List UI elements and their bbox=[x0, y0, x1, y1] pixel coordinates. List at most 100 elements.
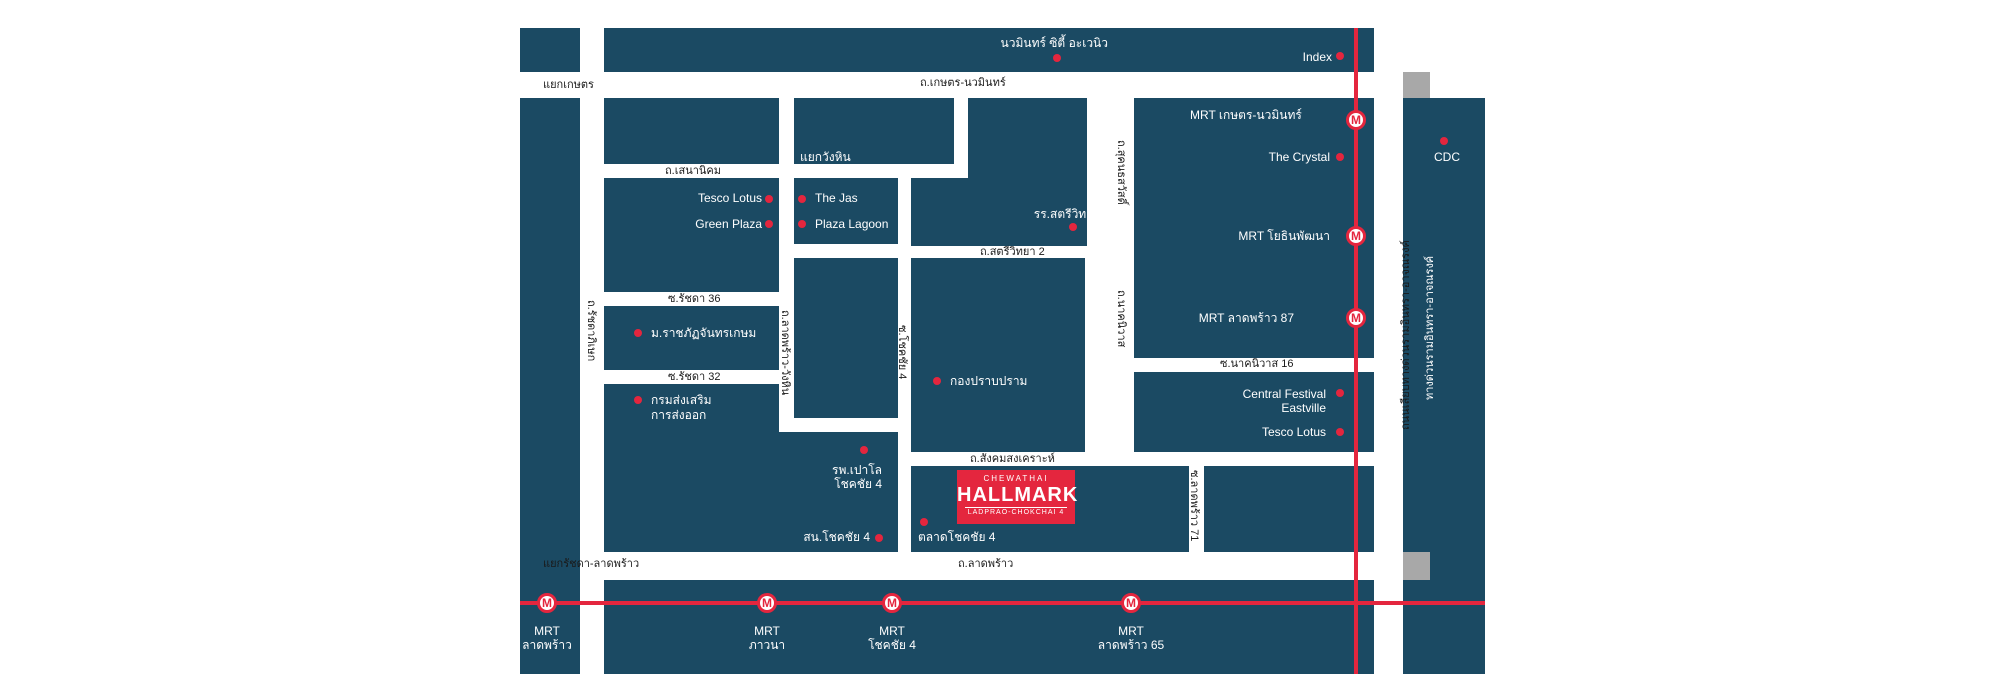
place-marker-icon[interactable] bbox=[1440, 137, 1448, 145]
block bbox=[520, 98, 580, 674]
station-label: MRT bbox=[879, 624, 905, 638]
mrt-station-icon[interactable]: M bbox=[537, 593, 557, 613]
station-label: ลาดพร้าว bbox=[522, 638, 572, 652]
place-label: The Jas bbox=[815, 191, 858, 205]
junction-label: แยกวังหิน bbox=[800, 150, 851, 164]
mrt-station-icon[interactable]: M bbox=[1121, 593, 1141, 613]
place-label: สน.โชคชัย 4 bbox=[803, 530, 870, 544]
block bbox=[604, 432, 898, 552]
station-label: MRT ลาดพร้าว 87 bbox=[1198, 311, 1294, 325]
road-label: ซ.นาคนิวาส 16 bbox=[1220, 358, 1294, 370]
logo-title: HALLMARK bbox=[957, 484, 1079, 506]
place-marker-icon[interactable] bbox=[875, 534, 883, 542]
place-label: การส่งออก bbox=[651, 408, 707, 422]
block bbox=[794, 178, 898, 244]
place-label: CDC bbox=[1434, 150, 1460, 164]
road-label: ถ.สุคนธสวัสดิ์ bbox=[1115, 140, 1127, 205]
chewathai-hallmark-logo: CHEWATHAI HALLMARK LADPRAO-CHOKCHAI 4 bbox=[957, 470, 1079, 524]
place-marker-icon[interactable] bbox=[765, 195, 773, 203]
block bbox=[1403, 98, 1485, 674]
expressway-label: ทางด่วนรามอินทรา-อาจณรงค์ bbox=[1424, 255, 1436, 400]
mrt-station-icon[interactable]: M bbox=[1346, 308, 1366, 328]
place-marker-icon[interactable] bbox=[765, 220, 773, 228]
road-label: ถ.สังคมสงเคราะห์ bbox=[970, 453, 1055, 465]
station-label: MRT เกษตร-นวมินทร์ bbox=[1190, 108, 1302, 122]
road-label: ถ.เสนานิคม bbox=[665, 165, 722, 177]
block bbox=[794, 258, 898, 418]
place-marker-icon[interactable] bbox=[798, 195, 806, 203]
block bbox=[911, 178, 1085, 246]
road-label: แยกรัชดา-ลาดพร้าว bbox=[543, 558, 640, 570]
block bbox=[604, 306, 779, 370]
logo-brand: CHEWATHAI bbox=[983, 474, 1049, 483]
place-marker-icon[interactable] bbox=[1053, 54, 1061, 62]
block bbox=[794, 98, 954, 164]
road-label: ถ.ลาดพร้าว-วังหิน bbox=[779, 310, 791, 396]
place-marker-icon[interactable] bbox=[933, 377, 941, 385]
place-marker-icon[interactable] bbox=[634, 329, 642, 337]
place-marker-icon[interactable] bbox=[1069, 223, 1077, 231]
place-label: กองปราบปราม bbox=[950, 374, 1028, 388]
city-blocks bbox=[520, 28, 1485, 674]
block bbox=[520, 28, 580, 72]
station-label: โชคชัย 4 bbox=[868, 638, 916, 652]
place-label: Tesco Lotus bbox=[1261, 425, 1326, 439]
place-label: Plaza Lagoon bbox=[815, 217, 889, 231]
place-marker-icon[interactable] bbox=[1336, 428, 1344, 436]
mrt-station-icon[interactable]: M bbox=[1346, 226, 1366, 246]
block bbox=[604, 28, 1374, 72]
block bbox=[1134, 372, 1374, 452]
block bbox=[1134, 98, 1374, 358]
station-label: ลาดพร้าว 65 bbox=[1097, 638, 1165, 652]
road-label: ซ.รัชดา 32 bbox=[668, 371, 721, 383]
place-marker-icon[interactable] bbox=[798, 220, 806, 228]
block bbox=[604, 98, 779, 164]
block bbox=[1204, 466, 1374, 552]
road-label: ถนนเลียบทางด่วนรามอินทรา-อาจณรงค์ bbox=[1400, 240, 1412, 430]
station-label: MRT bbox=[1118, 624, 1144, 638]
road-label: ซ.รัชดา 36 bbox=[668, 293, 721, 305]
place-marker-icon[interactable] bbox=[634, 396, 642, 404]
place-label: นวมินทร์ ซิตี้ อะเวนิว bbox=[1000, 36, 1108, 50]
place-marker-icon[interactable] bbox=[1336, 52, 1344, 60]
place-label: ตลาดโชคชัย 4 bbox=[918, 530, 996, 544]
place-marker-icon[interactable] bbox=[1336, 389, 1344, 397]
road-label: แยกเกษตร bbox=[543, 79, 594, 91]
place-marker-icon[interactable] bbox=[860, 446, 868, 454]
road-label: ถ.รัชดาภิเษก bbox=[585, 300, 597, 362]
road-label: ถ.สตรีวิทยา 2 bbox=[980, 246, 1045, 258]
place-marker-icon[interactable] bbox=[1336, 153, 1344, 161]
station-label: MRT bbox=[754, 624, 780, 638]
place-label: Central Festival bbox=[1242, 387, 1326, 401]
place-label: รร.สตรีวิทยา 2 bbox=[1033, 207, 1110, 221]
place-label: รพ.เปาโล bbox=[832, 463, 882, 477]
block bbox=[604, 178, 779, 292]
road-label: ถ.ลาดพร้าว bbox=[958, 558, 1014, 570]
road-label: ซ.ลาดพร้าว 71 bbox=[1188, 470, 1200, 542]
station-label: MRT bbox=[534, 624, 560, 638]
mrt-station-icon[interactable]: M bbox=[882, 593, 902, 613]
road-label: ถ.เกษตร-นวมินทร์ bbox=[920, 77, 1006, 89]
expressway-gap bbox=[1403, 552, 1430, 580]
block bbox=[604, 384, 779, 432]
mrt-station-icon[interactable]: M bbox=[1346, 110, 1366, 130]
block bbox=[911, 258, 1085, 452]
station-label: ภาวนา bbox=[748, 638, 786, 652]
place-marker-icon[interactable] bbox=[920, 518, 928, 526]
place-label: โชคชัย 4 bbox=[834, 477, 882, 491]
place-label: Eastville bbox=[1281, 401, 1326, 415]
expressway-gap bbox=[1403, 72, 1430, 98]
place-label: กรมส่งเสริม bbox=[651, 393, 712, 407]
logo-subtitle: LADPRAO-CHOKCHAI 4 bbox=[965, 507, 1067, 517]
place-label: Green Plaza bbox=[695, 217, 762, 231]
road-label: ถ.นาคนิวาส bbox=[1115, 290, 1127, 348]
place-label: Tesco Lotus bbox=[697, 191, 762, 205]
road-label: ซ.โชคชัย 4 bbox=[896, 325, 908, 380]
place-label: Index bbox=[1302, 50, 1332, 64]
place-label: ม.ราชภัฏจันทรเกษม bbox=[651, 326, 757, 340]
place-label: The Crystal bbox=[1268, 150, 1330, 164]
mrt-station-icon[interactable]: M bbox=[757, 593, 777, 613]
block bbox=[604, 580, 1374, 674]
station-label: MRT โยธินพัฒนา bbox=[1238, 229, 1330, 243]
